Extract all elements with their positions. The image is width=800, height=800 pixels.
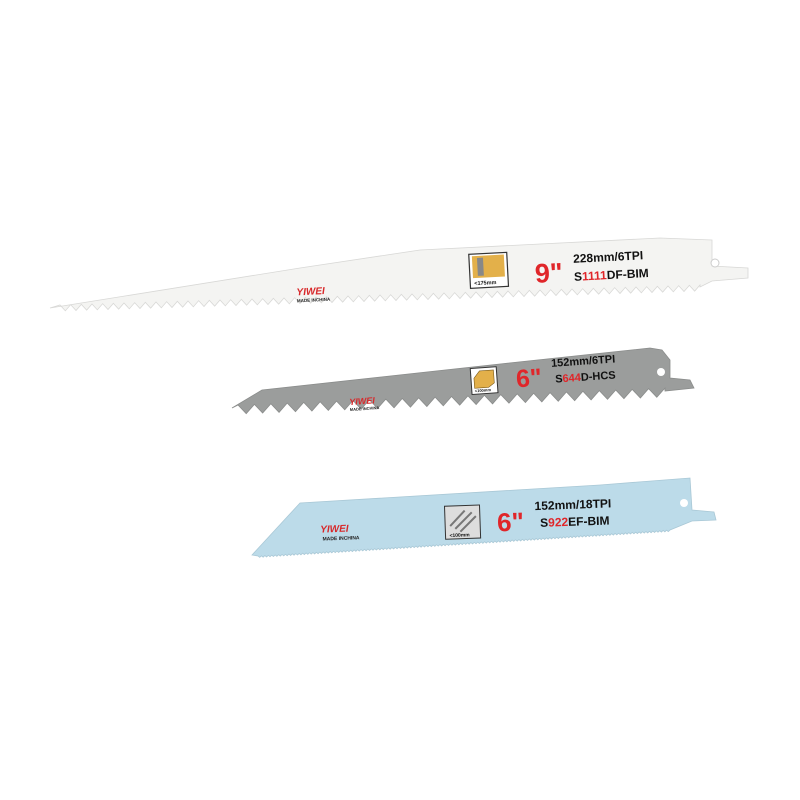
model-code: S1111DF-BIM xyxy=(574,266,649,284)
blade-body xyxy=(251,477,717,558)
model-code: S644D-HCS xyxy=(555,369,616,385)
brand-logo: YIWEI xyxy=(296,286,325,298)
spec-label: 152mm/18TPI xyxy=(534,496,611,513)
brand-logo: YIWEI xyxy=(320,524,349,536)
icon-caption: <100mm xyxy=(475,387,492,393)
wood-block-icon: <100mm xyxy=(469,366,499,396)
blade-body xyxy=(49,237,749,312)
spec-label: 228mm/6TPI xyxy=(573,248,644,266)
wood-cut-icon: <175mm xyxy=(468,251,510,289)
size-label: 9" xyxy=(534,257,563,288)
made-in-label: MADE INCHINA xyxy=(322,535,360,542)
brand-logo: YIWEI xyxy=(349,395,376,407)
blade-body xyxy=(231,347,695,415)
icon-caption: <175mm xyxy=(474,280,497,287)
saw-blade-9-inch: YIWEI MADE INCHINA <175mm 9" 228mm/6TPI … xyxy=(49,237,749,312)
icon-caption: <100mm xyxy=(449,532,470,539)
metal-profile-icon: <100mm xyxy=(443,504,482,540)
spec-label: 152mm/6TPI xyxy=(551,353,616,369)
mount-hole xyxy=(657,368,665,376)
made-in-label: MADE INCHINA xyxy=(297,297,331,304)
size-label: 6" xyxy=(497,506,525,537)
model-code: S922EF-BIM xyxy=(540,513,610,529)
made-in-label: MADE INCHINA xyxy=(350,405,380,412)
mount-hole xyxy=(710,258,720,268)
saw-blade-6-inch-metal: YIWEI MADE INCHINA <100mm 6" 152mm/18TPI… xyxy=(251,477,717,558)
mount-hole xyxy=(680,499,688,507)
saw-blade-6-inch-wood: YIWEI MADE INCHINA <100mm 6" 152mm/6TPI … xyxy=(231,347,695,415)
size-label: 6" xyxy=(515,364,543,394)
